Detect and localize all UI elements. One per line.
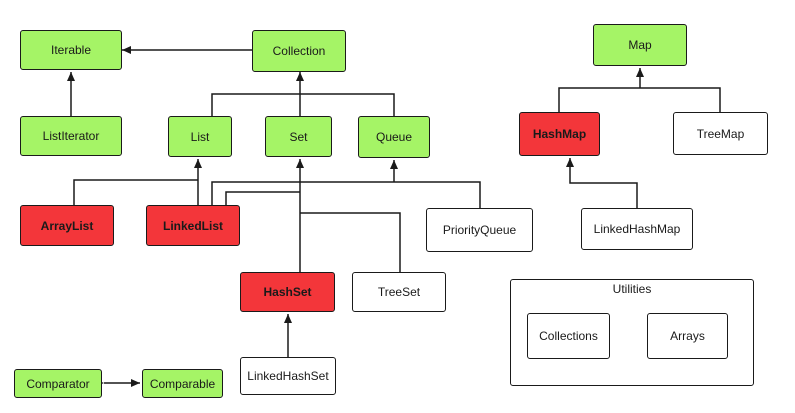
node-label: Comparable: [149, 376, 216, 391]
edge-treemap-map: [640, 87, 721, 112]
node-label: TreeSet: [377, 285, 421, 299]
node-arrays: Arrays: [647, 313, 728, 359]
node-label: HashMap: [532, 127, 587, 141]
edge-priorityqueue-queue: [394, 181, 481, 208]
node-label: Set: [289, 129, 308, 144]
node-tree-map: TreeMap: [673, 112, 768, 155]
node-collection: Collection: [252, 30, 346, 72]
edge-hashmap-map: [558, 87, 640, 112]
node-linked-list: LinkedList: [146, 205, 240, 246]
node-queue: Queue: [358, 116, 430, 158]
utilities-title: Utilities: [612, 282, 652, 296]
node-label: Collections: [539, 329, 598, 343]
edge-list-collection: [211, 93, 300, 116]
edge-linkedlist-set: [225, 191, 300, 205]
node-label: Comparator: [26, 376, 90, 391]
node-tree-set: TreeSet: [352, 272, 446, 312]
node-priority-queue: PriorityQueue: [426, 208, 533, 252]
node-comparator: Comparator: [14, 369, 102, 398]
node-label: Collection: [272, 44, 326, 58]
node-hash-map: HashMap: [519, 112, 600, 156]
node-label: LinkedHashMap: [593, 222, 681, 236]
node-label: ListIterator: [42, 129, 100, 143]
node-map: Map: [593, 24, 687, 66]
node-label: TreeMap: [696, 126, 745, 141]
node-label: Map: [628, 38, 652, 52]
edge-linkedhashmap-hashmap: [566, 158, 638, 208]
edge-arraylist-list: [73, 179, 198, 205]
node-linked-hash-map: LinkedHashMap: [581, 208, 693, 250]
node-list: List: [168, 116, 232, 157]
node-collections: Collections: [527, 313, 610, 359]
node-array-list: ArrayList: [20, 205, 114, 246]
node-label: List: [190, 129, 210, 144]
node-label: HashSet: [263, 285, 312, 299]
node-label: Queue: [375, 130, 413, 144]
node-comparable: Comparable: [142, 369, 223, 398]
node-label: LinkedHashSet: [247, 369, 329, 383]
utilities-group: Utilities Collections Arrays: [510, 279, 754, 386]
node-label: Iterable: [50, 43, 92, 57]
node-linked-hash-set: LinkedHashSet: [240, 357, 336, 395]
node-iterable: Iterable: [20, 30, 122, 70]
edge-linkedlist-queue: [211, 181, 394, 205]
node-label: LinkedList: [162, 218, 223, 233]
edge-treeset-set: [300, 212, 401, 272]
node-hash-set: HashSet: [240, 272, 335, 312]
node-label: PriorityQueue: [442, 223, 517, 237]
node-label: ArrayList: [40, 218, 94, 233]
node-list-iterator: ListIterator: [20, 116, 122, 156]
node-set: Set: [265, 116, 332, 157]
node-label: Arrays: [670, 329, 705, 343]
edge-queue-collection: [300, 93, 395, 116]
